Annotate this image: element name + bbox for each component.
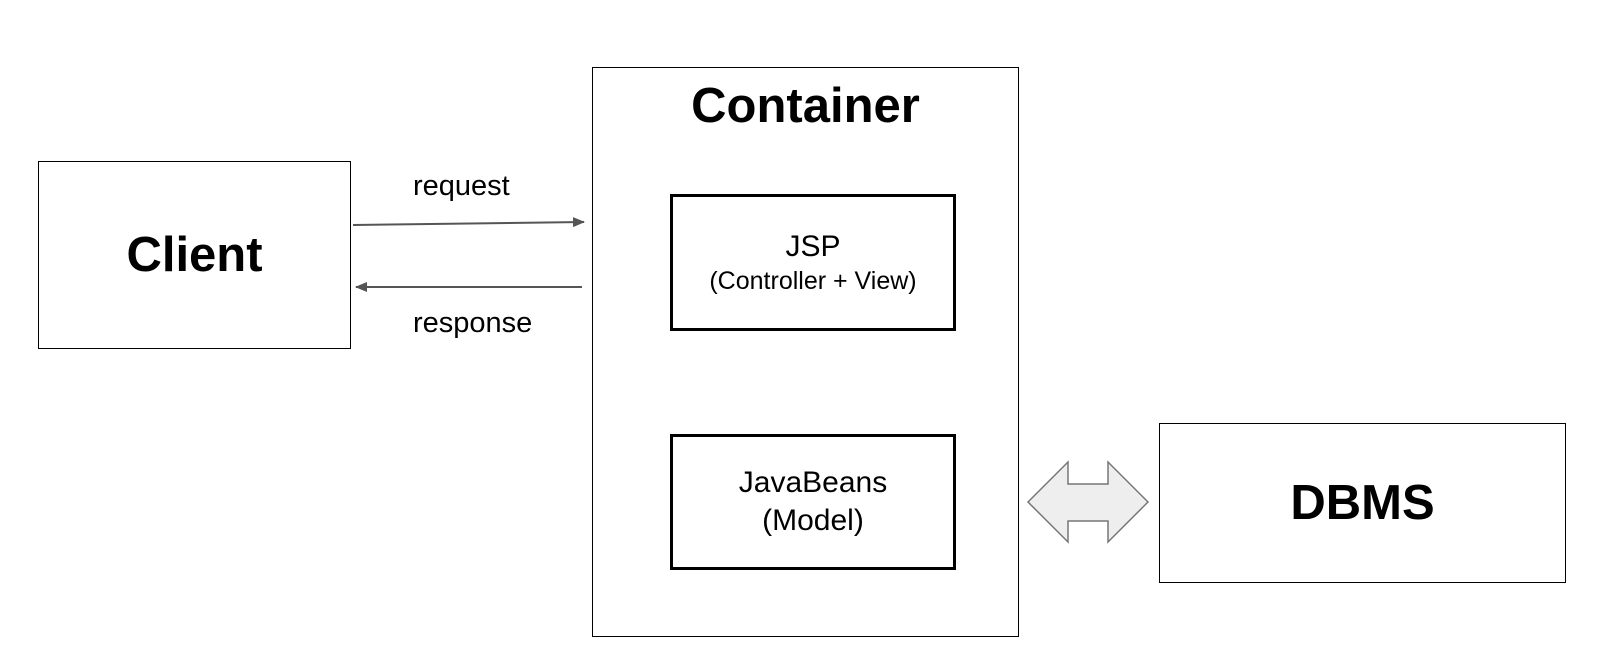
javabeans-label: JavaBeans (738, 466, 888, 499)
client-node: Client (38, 161, 351, 349)
dbms-node: DBMS (1159, 423, 1566, 583)
response-label: response (413, 307, 533, 339)
container-title: Container (691, 79, 920, 133)
javabeans-node: JavaBeans (Model) (670, 434, 956, 570)
bidirectional-block-arrow (1026, 460, 1150, 544)
request-arrow (352, 217, 585, 228)
jsp-role-label: (Controller + View) (709, 266, 917, 295)
dbms-label: DBMS (1290, 476, 1435, 530)
client-label: Client (126, 228, 263, 282)
jsp-label: JSP (785, 229, 841, 263)
request-label: request (413, 170, 510, 202)
javabeans-role-label: (Model) (762, 504, 864, 537)
jsp-node: JSP (Controller + View) (670, 194, 956, 331)
